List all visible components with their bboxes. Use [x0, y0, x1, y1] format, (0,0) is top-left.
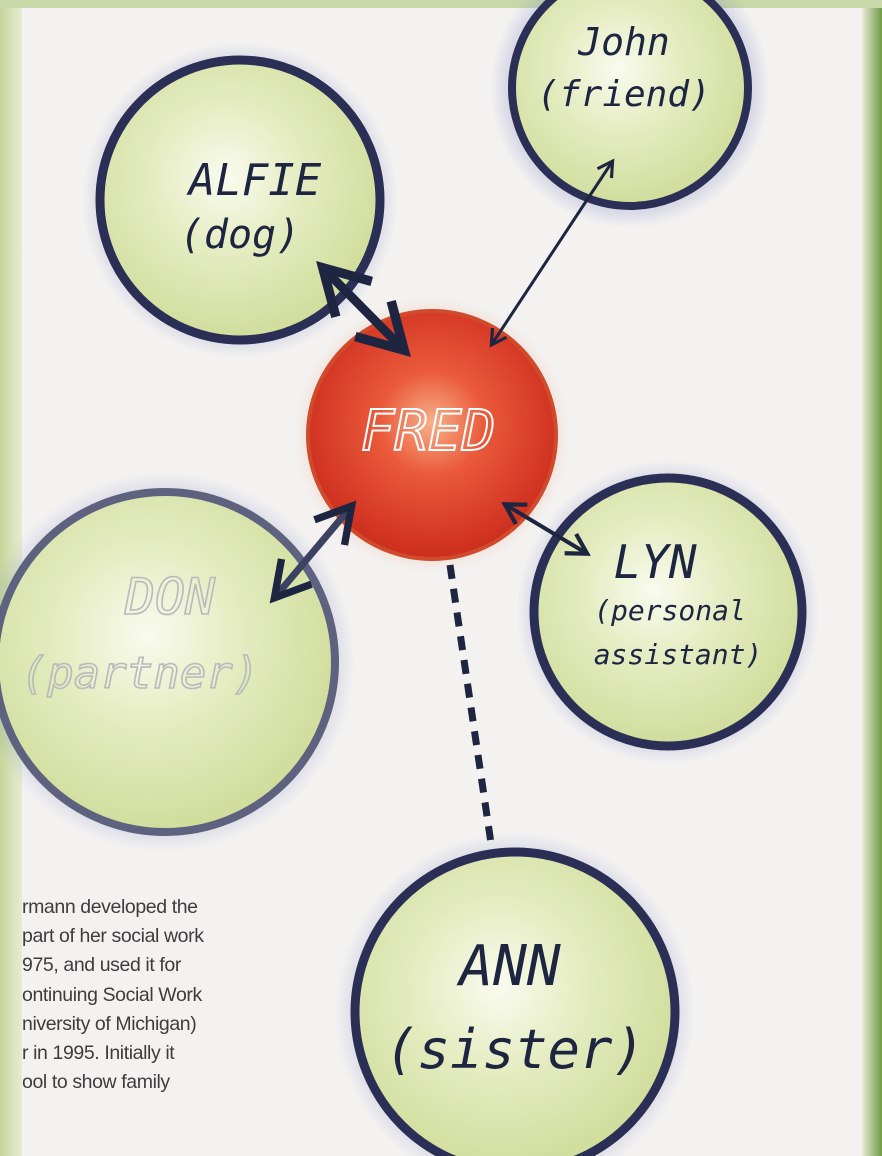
body-text-line: 975, and used it for — [22, 954, 181, 977]
link-don-fred — [269, 500, 357, 604]
node-lyn-relation-line1: (personal — [594, 594, 746, 627]
node-john: John (friend) — [490, 0, 770, 228]
link-lyn-fred — [501, 502, 591, 556]
node-lyn-name: LYN — [613, 535, 696, 589]
node-don-name: DON — [124, 568, 216, 626]
cropped-body-text: rmann developed the part of her social w… — [22, 893, 272, 1097]
node-alfie: ALFIE (dog) — [82, 42, 398, 358]
link-ann-fred-dashed — [446, 564, 496, 851]
node-alfie-circle — [95, 55, 385, 345]
page-edge-top — [0, 0, 882, 8]
body-text-line: rmann developed the — [22, 896, 198, 918]
link-alfie-fred — [316, 260, 411, 358]
node-ann-name: ANN — [456, 934, 560, 999]
node-don: DON (partner) — [0, 472, 355, 852]
node-ann-circle — [350, 847, 680, 1156]
node-lyn: LYN (personal assistant) — [516, 460, 820, 764]
node-don-relation: (partner) — [21, 648, 259, 699]
body-text-line: r in 1995. Initially it — [22, 1041, 175, 1064]
body-text-line: ontinuing Social Work — [22, 983, 202, 1006]
node-don-circle — [0, 488, 339, 836]
node-ann: ANN (sister) — [335, 832, 695, 1156]
node-john-circle — [508, 0, 752, 210]
node-ann-relation: (sister) — [385, 1018, 645, 1081]
body-text-line: ool to show family — [22, 1071, 170, 1094]
body-text-line: niversity of Michigan) — [22, 1012, 197, 1035]
node-alfie-name: ALFIE — [186, 155, 322, 206]
node-fred-name: FRED — [361, 399, 496, 464]
page-edge-right — [862, 0, 882, 1156]
node-fred: FRED — [294, 297, 570, 573]
node-john-relation: (friend) — [537, 74, 710, 115]
node-fred-circle — [306, 309, 558, 561]
node-alfie-relation: (dog) — [180, 212, 300, 258]
node-lyn-relation-line2: assistant) — [594, 638, 763, 671]
node-lyn-circle — [529, 473, 807, 751]
node-john-name: John — [577, 20, 670, 64]
body-text-line: part of her social work — [22, 925, 204, 948]
link-john-fred — [489, 158, 615, 348]
